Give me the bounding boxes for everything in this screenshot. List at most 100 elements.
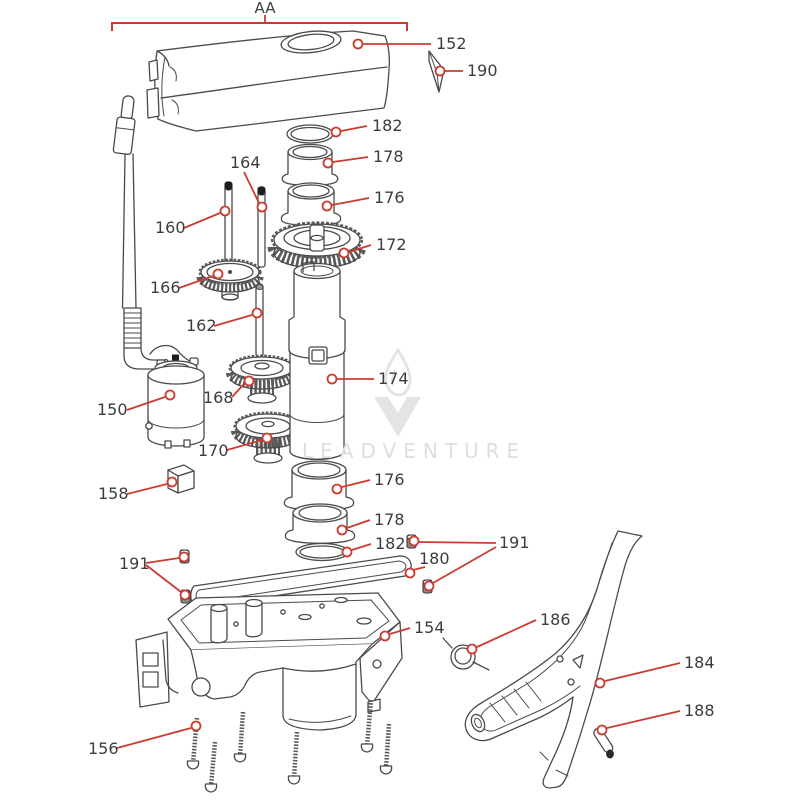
part-number-170[interactable]: 170 — [198, 441, 229, 460]
part-number-158[interactable]: 158 — [98, 484, 129, 503]
part-cover-152-drawing — [146, 30, 391, 132]
callout-anchor — [326, 373, 338, 385]
callout-170: 170 — [198, 432, 273, 460]
leader-line — [389, 627, 411, 635]
leader-line — [432, 546, 497, 584]
watermark-text: LEADVENTURE — [302, 439, 526, 463]
watermark: LEADVENTURE — [302, 347, 526, 463]
callout-anchor — [336, 524, 348, 536]
leader-line — [341, 479, 371, 488]
leader-line — [418, 541, 497, 544]
callout-anchor — [190, 720, 202, 732]
callout-168: 168 — [203, 375, 255, 407]
part-motor-150-drawing — [145, 354, 205, 449]
leader-line — [145, 557, 180, 564]
callout-176: 176 — [321, 188, 405, 212]
screw — [287, 731, 301, 785]
part-number-178[interactable]: 178 — [373, 147, 404, 166]
part-number-152[interactable]: 152 — [436, 34, 467, 53]
part-number-176[interactable]: 176 — [374, 470, 405, 489]
part-number-154[interactable]: 154 — [414, 618, 445, 637]
part-number-191[interactable]: 191 — [119, 554, 150, 573]
callout-anchor — [179, 589, 191, 601]
callout-178: 178 — [322, 147, 404, 169]
callout-anchor — [178, 551, 190, 563]
part-number-178[interactable]: 178 — [374, 510, 405, 529]
part-number-182[interactable]: 182 — [372, 116, 403, 135]
leader-line — [213, 314, 253, 327]
leader-line — [243, 171, 260, 204]
leader-line — [126, 396, 166, 411]
callout-anchor — [331, 483, 343, 495]
leader-line — [183, 212, 221, 229]
leader-line — [231, 383, 245, 398]
part-cup-176-bottom-drawing — [283, 460, 355, 511]
callout-172: 172 — [338, 235, 407, 259]
section-bracket-aa: AA — [111, 0, 408, 31]
callout-anchor — [219, 205, 231, 217]
part-cup-178-bottom-drawing — [284, 503, 356, 544]
callout-178: 178 — [336, 510, 405, 536]
part-pin-188-drawing — [593, 727, 614, 759]
part-number-160[interactable]: 160 — [155, 218, 186, 237]
part-gear-172-drawing — [267, 221, 367, 269]
screw — [233, 711, 247, 763]
part-number-168[interactable]: 168 — [203, 388, 234, 407]
part-number-180[interactable]: 180 — [419, 549, 450, 568]
callout-anchor — [212, 268, 224, 280]
part-number-186[interactable]: 186 — [540, 610, 571, 629]
part-number-182[interactable]: 182 — [375, 534, 406, 553]
part-gear-168-drawing — [226, 354, 298, 404]
callout-anchor — [434, 65, 446, 77]
callout-180: 180 — [404, 549, 450, 579]
callout-anchor — [261, 432, 273, 444]
callout-anchor — [256, 201, 268, 213]
part-number-166[interactable]: 166 — [150, 278, 181, 297]
callout-anchor — [164, 389, 176, 401]
part-number-164[interactable]: 164 — [230, 153, 261, 172]
callout-anchor — [594, 677, 606, 689]
screw — [204, 741, 218, 793]
part-pin-164-drawing — [257, 186, 266, 268]
part-gasket-180-drawing — [190, 555, 412, 608]
callout-anchor — [330, 126, 342, 138]
part-number-174[interactable]: 174 — [378, 369, 409, 388]
callout-184: 184 — [594, 653, 715, 689]
leader-line — [412, 566, 426, 571]
callout-anchor — [379, 630, 391, 642]
power-cable-drawing — [112, 95, 192, 371]
leader-line — [145, 564, 182, 593]
part-housing-154-drawing — [135, 592, 403, 731]
leader-line — [351, 543, 372, 551]
part-number-176[interactable]: 176 — [374, 188, 405, 207]
leader-line — [340, 125, 368, 132]
part-number-190[interactable]: 190 — [467, 61, 498, 80]
part-number-172[interactable]: 172 — [376, 235, 407, 254]
part-oring-182-bottom-drawing — [295, 542, 349, 562]
part-number-150[interactable]: 150 — [97, 400, 128, 419]
leader-line — [348, 244, 372, 253]
callout-anchor — [596, 724, 608, 736]
callout-191: 191 — [119, 551, 191, 601]
part-bracket-184-drawing — [464, 530, 643, 789]
part-number-184[interactable]: 184 — [684, 653, 715, 672]
callout-anchor — [404, 567, 416, 579]
leader-line — [346, 519, 371, 529]
callout-176: 176 — [331, 470, 405, 495]
part-number-156[interactable]: 156 — [88, 739, 119, 758]
leader-line — [226, 439, 263, 451]
leader-line — [331, 197, 370, 206]
watermark-v-icon — [374, 397, 421, 437]
callout-182: 182 — [330, 116, 403, 138]
part-number-162[interactable]: 162 — [186, 316, 217, 335]
part-number-191[interactable]: 191 — [499, 533, 530, 552]
callout-anchor — [423, 580, 435, 592]
part-column-174-drawing — [288, 261, 346, 460]
callout-anchor — [352, 38, 364, 50]
screw — [360, 699, 374, 753]
callout-158: 158 — [98, 476, 178, 503]
part-number-188[interactable]: 188 — [684, 701, 715, 720]
leader-line — [178, 275, 214, 289]
